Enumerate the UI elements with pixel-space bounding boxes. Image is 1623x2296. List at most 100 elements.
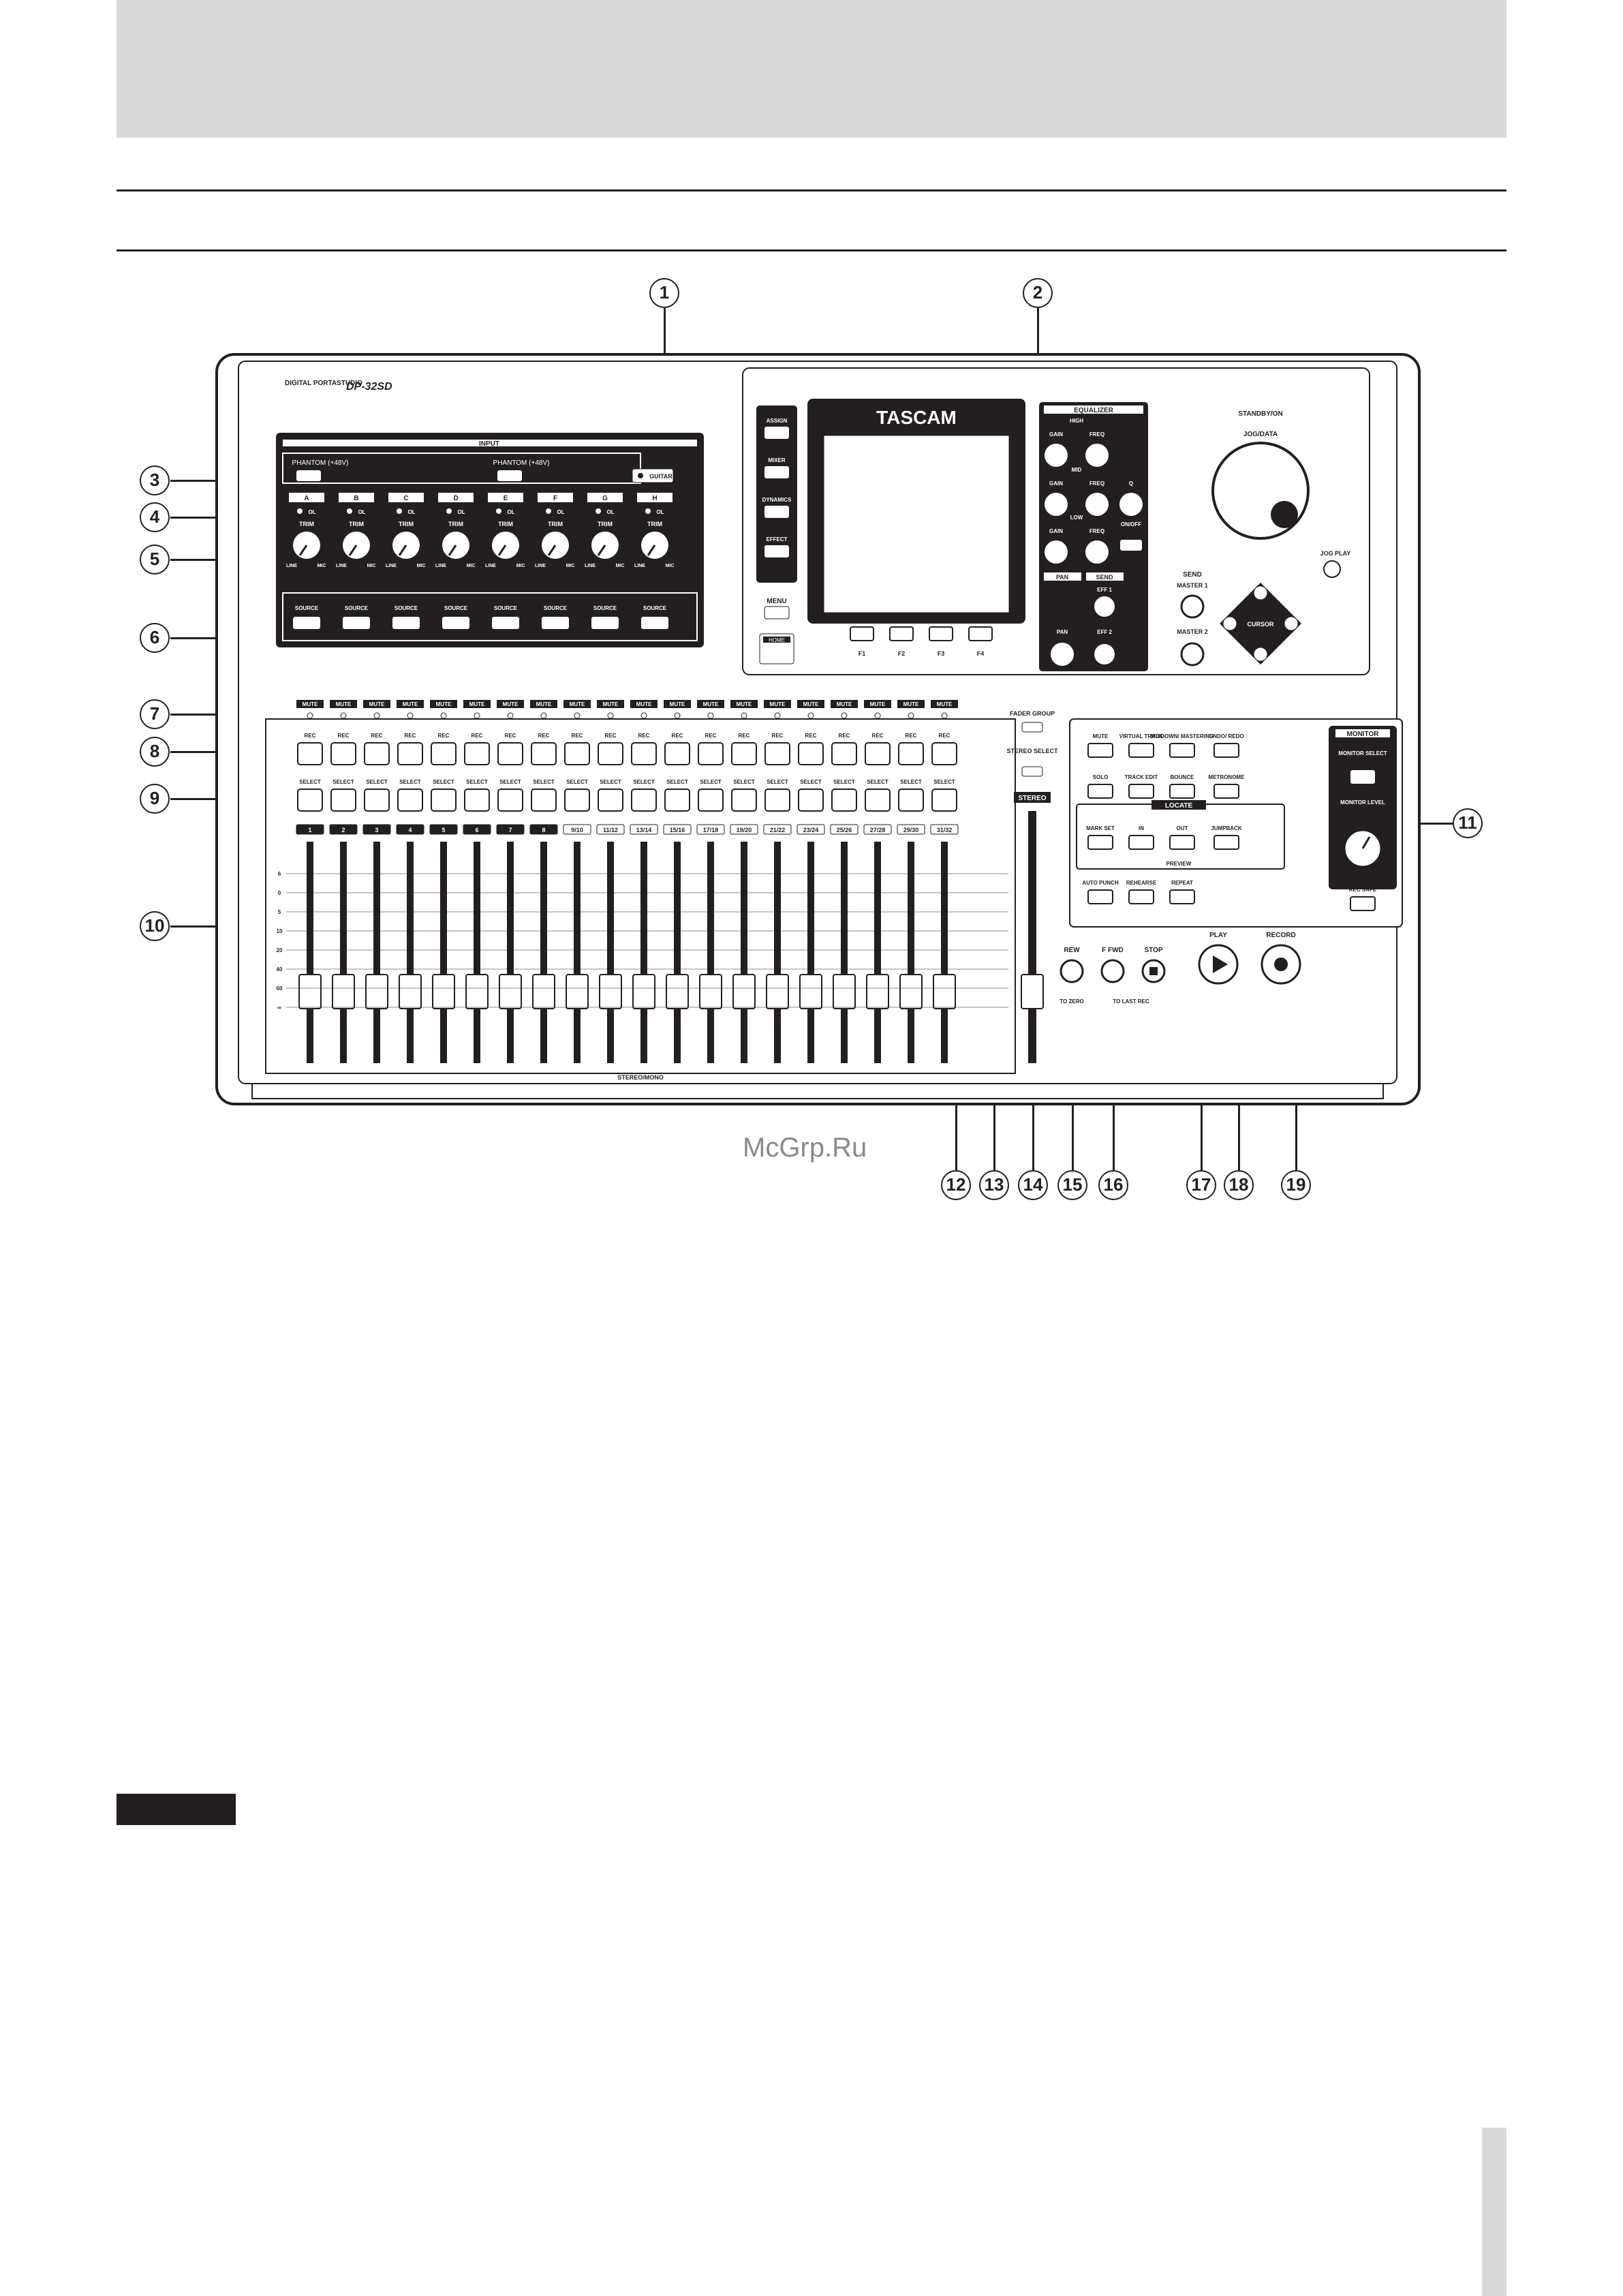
channel-fader-cap[interactable]: [532, 974, 555, 1009]
mute-led[interactable]: [640, 712, 647, 719]
mute-led[interactable]: [574, 712, 581, 719]
select-button[interactable]: [431, 789, 457, 812]
eff1-knob[interactable]: [1094, 596, 1115, 617]
phantom-right-button[interactable]: [497, 470, 522, 481]
mute-led[interactable]: [874, 712, 881, 719]
rec-button[interactable]: [297, 742, 323, 765]
control-button[interactable]: [1087, 889, 1113, 904]
left-button[interactable]: [764, 545, 789, 557]
select-button[interactable]: [497, 789, 523, 812]
mute-led[interactable]: [507, 712, 514, 719]
eq-gain-knob[interactable]: [1045, 444, 1068, 467]
control-button[interactable]: [1350, 896, 1376, 911]
transport-button[interactable]: [1100, 959, 1125, 983]
rec-button[interactable]: [397, 742, 423, 765]
mute-led[interactable]: [741, 712, 747, 719]
rec-button[interactable]: [531, 742, 557, 765]
channel-fader-cap[interactable]: [799, 974, 822, 1009]
control-button[interactable]: [1128, 784, 1154, 799]
control-button[interactable]: [1128, 889, 1154, 904]
rec-button[interactable]: [931, 742, 957, 765]
select-button[interactable]: [598, 789, 623, 812]
channel-fader-cap[interactable]: [332, 974, 355, 1009]
stereo-fader-cap[interactable]: [1021, 974, 1044, 1009]
control-button[interactable]: [1169, 835, 1195, 850]
eq-freq-knob[interactable]: [1085, 493, 1109, 516]
channel-fader-cap[interactable]: [399, 974, 422, 1009]
channel-fader-cap[interactable]: [632, 974, 655, 1009]
source-button[interactable]: [343, 617, 370, 629]
channel-fader-cap[interactable]: [899, 974, 923, 1009]
control-button[interactable]: [1087, 784, 1113, 799]
select-button[interactable]: [364, 789, 390, 812]
control-button[interactable]: [1214, 784, 1239, 799]
channel-fader-cap[interactable]: [566, 974, 589, 1009]
eq-gain-knob[interactable]: [1045, 493, 1068, 516]
source-button[interactable]: [293, 617, 320, 629]
rec-button[interactable]: [731, 742, 757, 765]
mute-led[interactable]: [707, 712, 714, 719]
rec-button[interactable]: [364, 742, 390, 765]
eff2-knob[interactable]: [1094, 644, 1115, 664]
mute-led[interactable]: [540, 712, 547, 719]
channel-fader-cap[interactable]: [499, 974, 522, 1009]
rec-button[interactable]: [664, 742, 690, 765]
monitor-select-button[interactable]: [1350, 770, 1375, 784]
rec-button[interactable]: [798, 742, 824, 765]
eq-q-knob[interactable]: [1119, 493, 1143, 516]
select-button[interactable]: [764, 789, 790, 812]
control-button[interactable]: [1128, 743, 1154, 758]
rec-button[interactable]: [431, 742, 457, 765]
rec-button[interactable]: [898, 742, 924, 765]
guitar-switch[interactable]: [632, 468, 674, 483]
channel-fader-cap[interactable]: [766, 974, 789, 1009]
control-button[interactable]: [1128, 835, 1154, 850]
eq-gain-knob[interactable]: [1045, 540, 1068, 564]
rec-button[interactable]: [764, 742, 790, 765]
rec-button[interactable]: [464, 742, 490, 765]
mute-led[interactable]: [941, 712, 948, 719]
source-button[interactable]: [392, 617, 420, 629]
source-button[interactable]: [641, 617, 668, 629]
transport-button[interactable]: [1060, 959, 1084, 983]
control-button[interactable]: [1087, 835, 1113, 850]
left-button[interactable]: [764, 427, 789, 439]
select-button[interactable]: [564, 789, 590, 812]
phantom-left-button[interactable]: [296, 470, 321, 481]
mute-led[interactable]: [440, 712, 447, 719]
select-button[interactable]: [330, 789, 356, 812]
menu-button[interactable]: [764, 606, 790, 619]
select-button[interactable]: [464, 789, 490, 812]
mute-led[interactable]: [340, 712, 347, 719]
rec-button[interactable]: [865, 742, 891, 765]
left-button[interactable]: [764, 466, 789, 478]
mute-led[interactable]: [908, 712, 914, 719]
pan-knob[interactable]: [1051, 643, 1074, 666]
cursor-right[interactable]: [1284, 616, 1299, 631]
jog-play-button[interactable]: [1323, 560, 1341, 578]
select-button[interactable]: [865, 789, 891, 812]
mute-led[interactable]: [807, 712, 814, 719]
rec-button[interactable]: [564, 742, 590, 765]
rec-button[interactable]: [497, 742, 523, 765]
select-button[interactable]: [898, 789, 924, 812]
mute-led[interactable]: [674, 712, 681, 719]
select-button[interactable]: [831, 789, 857, 812]
rec-button[interactable]: [831, 742, 857, 765]
channel-fader-cap[interactable]: [599, 974, 622, 1009]
channel-fader-cap[interactable]: [298, 974, 322, 1009]
control-button[interactable]: [1087, 743, 1113, 758]
mute-led[interactable]: [607, 712, 614, 719]
cursor-up[interactable]: [1253, 585, 1268, 600]
left-button[interactable]: [764, 506, 789, 518]
source-button[interactable]: [442, 617, 469, 629]
mute-led[interactable]: [307, 712, 313, 719]
control-button[interactable]: [1214, 835, 1239, 850]
channel-fader-cap[interactable]: [933, 974, 956, 1009]
mute-led[interactable]: [774, 712, 781, 719]
eq-onoff-button[interactable]: [1120, 540, 1142, 551]
channel-fader-cap[interactable]: [365, 974, 388, 1009]
select-button[interactable]: [531, 789, 557, 812]
rec-button[interactable]: [330, 742, 356, 765]
eq-freq-knob[interactable]: [1085, 444, 1109, 467]
